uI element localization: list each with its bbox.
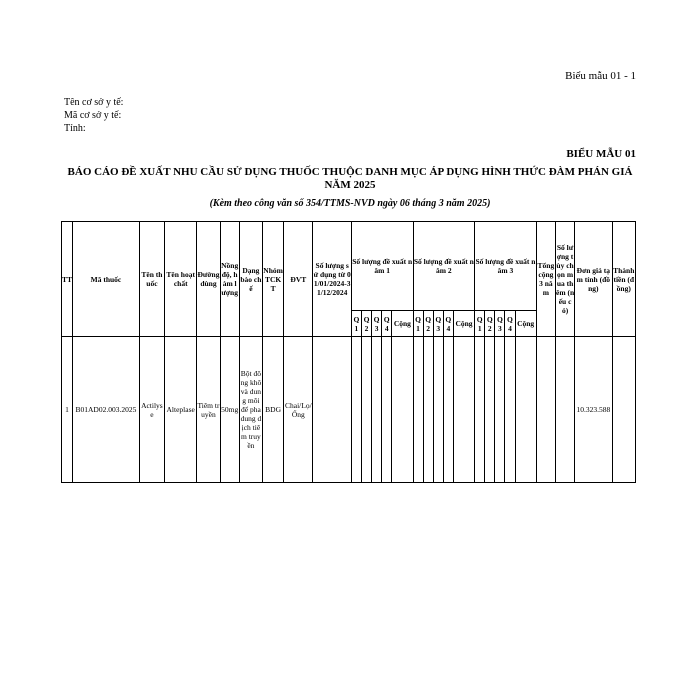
cell-y1-q1: [350, 336, 362, 483]
cell-strength: 50mg: [219, 336, 240, 483]
col-amount: Thành tiền (đồng): [611, 221, 637, 337]
cell-y2-total: [452, 336, 476, 483]
cell-y1-total: [391, 336, 414, 483]
cell-group: BDG: [261, 336, 285, 483]
cell-y1-q2: [360, 336, 373, 483]
cell-y3-q2: [484, 336, 496, 483]
y1-q2: Q2: [360, 310, 373, 337]
cell-y2-q4: [442, 336, 454, 483]
report-title: BÁO CÁO ĐỀ XUẤT NHU CẦU SỬ DỤNG THUỐC TH…: [67, 166, 633, 191]
y1-q1: Q1: [350, 310, 362, 337]
cell-y1-q3: [371, 336, 383, 483]
cell-y3-q3: [494, 336, 506, 483]
form-number: BIỂU MẪU 01: [566, 148, 636, 160]
col-active-ingredient: Tên hoạt chất: [164, 221, 198, 337]
cell-y3-q1: [474, 336, 486, 483]
cell-tt: 1: [60, 336, 74, 483]
facility-info: Tên cơ sở y tế: Mã cơ sở y tế: Tỉnh:: [64, 96, 123, 135]
cell-y3-q4: [504, 336, 516, 483]
col-drug-name: Tên thuốc: [138, 221, 166, 337]
cell-drug-code: B01AD02.003.2025: [72, 336, 140, 483]
y3-q4: Q4: [504, 310, 516, 337]
cell-optional-quantity: [554, 336, 576, 483]
y3-q1: Q1: [474, 310, 486, 337]
cell-y2-q3: [432, 336, 444, 483]
facility-name-label: Tên cơ sở y tế:: [64, 97, 124, 108]
col-usage: Số lượng sử dụng từ 01/01/2024-31/12/202…: [312, 221, 352, 337]
form-code: Biểu mẫu 01 - 1: [565, 70, 636, 82]
cell-total-3-years: [535, 336, 556, 483]
province-label: Tỉnh:: [64, 123, 86, 134]
cell-route: Tiêm truyền: [196, 336, 221, 483]
y3-q3: Q3: [494, 310, 506, 337]
cell-y1-q4: [381, 336, 393, 483]
report-subtitle: (Kèm theo công văn số 354/TTMS-NVD ngày …: [209, 198, 491, 209]
cell-unit-price: 10.323.588: [574, 336, 613, 483]
facility-code-label: Mã cơ sở y tế:: [64, 110, 122, 121]
y1-q3: Q3: [371, 310, 383, 337]
drug-demand-table: TT Mã thuốc Tên thuốc Tên hoạt chất Đườn…: [60, 221, 637, 483]
col-year3: Số lượng đề xuất năm 3: [474, 221, 537, 311]
cell-drug-name: Actilyse: [138, 336, 166, 483]
cell-unit: Chai/Lọ/Ống: [283, 336, 314, 483]
col-dosage-form: Dạng bào chế: [238, 221, 264, 337]
cell-amount: [611, 336, 637, 483]
y2-q3: Q3: [432, 310, 444, 337]
col-total-3-years: Tổng cộng 3 năm: [535, 221, 556, 337]
col-unit: ĐVT: [283, 221, 314, 337]
col-group: Nhóm TCKT: [261, 221, 285, 337]
y3-total: Cộng: [514, 310, 537, 337]
y3-q2: Q2: [484, 310, 496, 337]
y2-total: Cộng: [452, 310, 476, 337]
y2-q2: Q2: [422, 310, 434, 337]
y1-total: Cộng: [391, 310, 414, 337]
col-drug-code: Mã thuốc: [72, 221, 140, 337]
table-header-row: TT Mã thuốc Tên thuốc Tên hoạt chất Đườn…: [60, 221, 637, 337]
cell-dosage-form: Bột đông khô và dung môi để pha dung dịc…: [238, 336, 264, 483]
cell-y2-q2: [422, 336, 434, 483]
col-strength: Nồng độ, hàm lượng: [219, 221, 240, 337]
col-year2: Số lượng đề xuất năm 2: [412, 221, 476, 311]
y1-q4: Q4: [381, 310, 393, 337]
y2-q4: Q4: [442, 310, 454, 337]
col-route: Đường dùng: [196, 221, 221, 337]
cell-y2-q1: [412, 336, 424, 483]
cell-y3-total: [514, 336, 537, 483]
table-row: 1 B01AD02.003.2025 Actilyse Alteplase Ti…: [60, 336, 637, 483]
y2-q1: Q1: [412, 310, 424, 337]
cell-active-ingredient: Alteplase: [164, 336, 198, 483]
col-optional-quantity: Số lượng tùy chọn mua thêm (nếu có): [554, 221, 576, 337]
col-year1: Số lượng đề xuất năm 1: [350, 221, 414, 311]
col-tt: TT: [60, 221, 74, 337]
col-unit-price: Đơn giá tạm tính (đồng): [574, 221, 613, 337]
cell-usage: [312, 336, 352, 483]
